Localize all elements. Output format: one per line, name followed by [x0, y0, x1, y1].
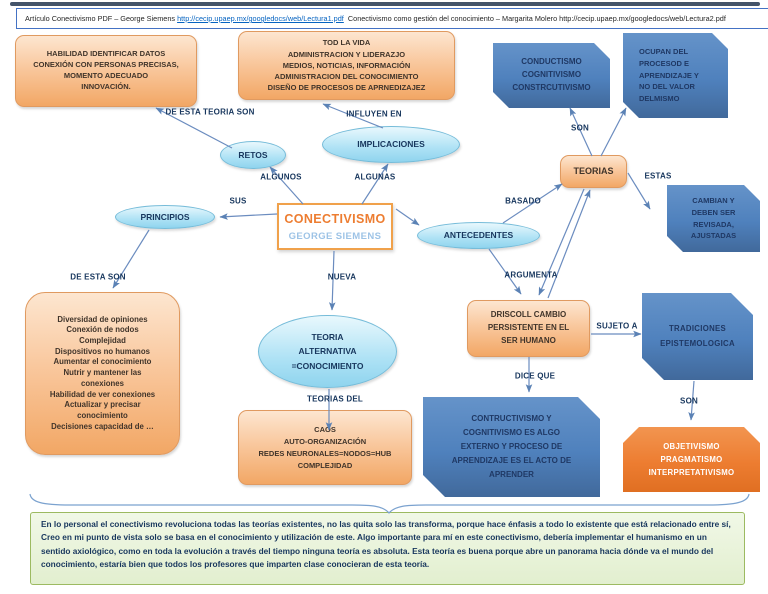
comment-box: En lo personal el conectivismo revolucio… — [30, 512, 745, 585]
edge-label-sus: SUS — [229, 196, 247, 206]
node-ocupan: OCUPAN DEL PROCESOD E APRENDIZAJE Y NO D… — [623, 33, 728, 118]
edge-label-estas: ESTAS — [644, 171, 672, 181]
node-objetivismo: OBJETIVISMO PRAGMATISMO INTERPRETATIVISM… — [623, 427, 760, 492]
arrow — [361, 163, 389, 205]
edge-label-dice-que: DICE QUE — [514, 371, 556, 381]
node-tod-la-vida: TOD LA VIDA ADMINISTRACION Y LIDERAZJO M… — [238, 31, 455, 100]
arrow — [547, 189, 591, 299]
arrow — [395, 208, 420, 226]
node-habilidad: HABILIDAD IDENTIFICAR DATOS CONEXIÓN CON… — [15, 35, 197, 107]
node-principios: PRINCIPIOS — [115, 205, 215, 229]
edge-label-nueva: NUEVA — [327, 272, 357, 282]
node-driscoll: DRISCOLL CAMBIO PERSISTENTE EN EL SER HU… — [467, 300, 590, 357]
source-text-1: Artículo Conectivismo PDF – George Sieme… — [25, 14, 178, 23]
conectivismo-subtitle: GEORGE SIEMENS — [288, 230, 382, 242]
edge-label-son-bottom: SON — [680, 396, 698, 406]
edge-label-sujeto-a: SUJETO A — [596, 321, 638, 331]
arrow — [600, 107, 627, 157]
edge-label-basado: BASADO — [505, 196, 541, 206]
page-top-bar — [10, 2, 760, 6]
edge-label-algunas: ALGUNAS — [354, 172, 396, 182]
node-antecedentes: ANTECEDENTES — [417, 222, 540, 249]
edge-label-de-esta-son: DE ESTA SON — [70, 272, 126, 282]
conectivismo-title: CONECTIVISMO — [284, 211, 386, 226]
source-text-2: Conectivismo como gestión del conocimien… — [343, 14, 726, 23]
edge-label-algunos: ALGUNOS — [260, 172, 302, 182]
source-header: Artículo Conectivismo PDF – George Sieme… — [16, 8, 768, 29]
node-conectivismo: CONECTIVISMO GEORGE SIEMENS — [277, 203, 393, 250]
node-caos: CAOS AUTO-ORGANIZACIÓN REDES NEURONALES=… — [238, 410, 412, 485]
node-cambian: CAMBIAN Y DEBEN SER REVISADA, AJUSTADAS — [667, 185, 760, 252]
edge-label-influyen-en: INFLUYEN EN — [346, 109, 402, 119]
node-teoria-alternativa: TEORIA ALTERNATIVA =CONOCIMIENTO — [258, 315, 397, 388]
arrow — [219, 213, 278, 220]
node-principios-lista: Diversidad de opiniones Conexión de nodo… — [25, 292, 180, 455]
node-tradiciones: TRADICIONES EPISTEMOLOGICA — [642, 293, 753, 380]
brace — [29, 493, 750, 514]
node-conductismo: CONDUCTISMO COGNITIVISMO CONSTRCUTIVISMO — [493, 43, 610, 108]
node-contructivismo: CONTRUCTIVISMO Y COGNITIVISMO ES ALGO EX… — [423, 397, 600, 497]
edge-label-argumenta: ARGUMENTA — [504, 270, 558, 280]
edge-label-teorias-del: TEORIAS DEL — [307, 394, 363, 404]
edge-label-de-esta-teoria-son: DE ESTA TEORIA SON — [165, 107, 255, 117]
edge-label-son-top: SON — [571, 123, 589, 133]
lectura1-link[interactable]: http://cecip.upaep.mx/googledocs/web/Lec… — [177, 14, 344, 23]
node-retos: RETOS — [220, 141, 286, 169]
node-teorias: TEORIAS — [560, 155, 627, 188]
node-implicaciones: IMPLICACIONES — [322, 126, 460, 163]
